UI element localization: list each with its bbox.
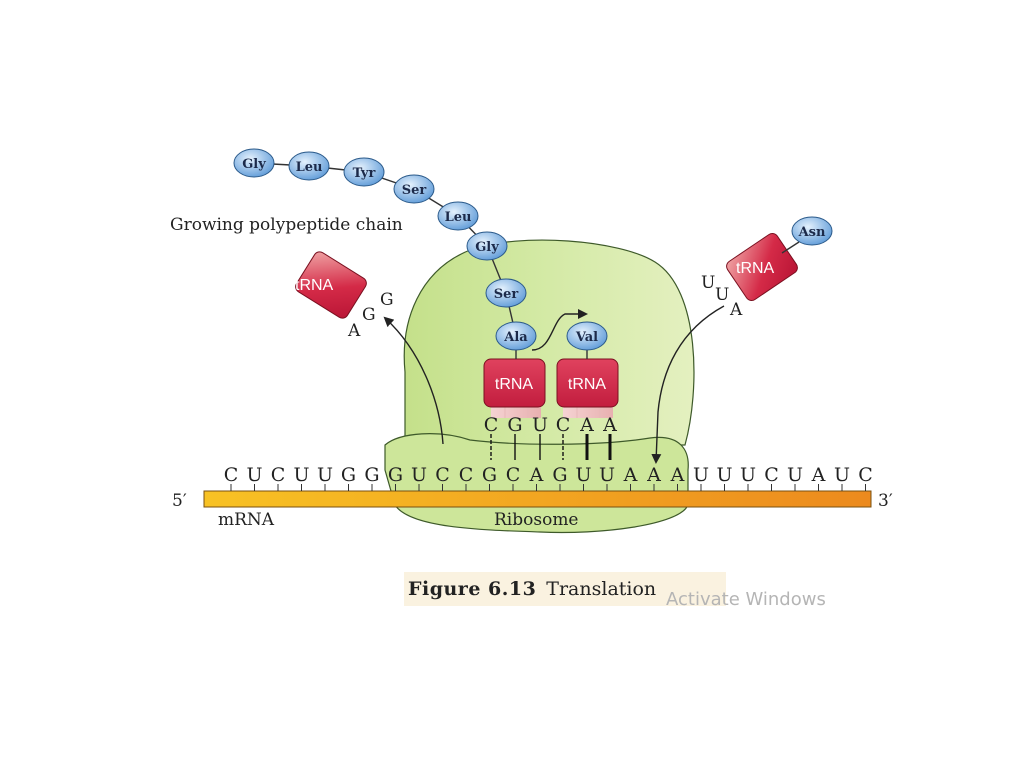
mrna-base: U: [787, 464, 803, 486]
a-site-trna-label: tRNA: [568, 376, 607, 393]
a-site-trna: tRNA C A A: [556, 358, 619, 436]
svg-text:Gly: Gly: [242, 157, 266, 172]
svg-text:Leu: Leu: [296, 160, 323, 175]
mrna-base: C: [459, 464, 474, 486]
amino-acid-val: Val: [566, 321, 608, 351]
p-site-anticodon-1: C: [484, 414, 499, 436]
mrna-base: U: [693, 464, 709, 486]
amino-acid-gly: Gly: [466, 231, 508, 261]
svg-text:Ser: Ser: [494, 287, 519, 302]
ribosome-label: Ribosome: [494, 510, 579, 530]
p-site-trna-label: tRNA: [495, 376, 534, 393]
svg-text:Gly: Gly: [475, 240, 499, 255]
base-pair-bars: [490, 434, 612, 460]
svg-text:Asn: Asn: [798, 225, 826, 240]
mrna-base: C: [858, 464, 873, 486]
p-site-trna-body: [483, 358, 546, 408]
mrna-base: A: [811, 464, 826, 486]
mrna-base: C: [224, 464, 239, 486]
amino-acid-leu: Leu: [288, 151, 330, 181]
exiting-anticodon-3: A: [347, 321, 361, 341]
mrna-base: U: [411, 464, 427, 486]
a-site-anticodon-2: A: [579, 414, 594, 436]
mrna-base: U: [599, 464, 615, 486]
mrna-base: G: [482, 464, 497, 486]
mrna-base: A: [646, 464, 661, 486]
amino-acid-gly: Gly: [233, 148, 275, 178]
mrna-base: G: [341, 464, 356, 486]
a-site-anticodon-3: A: [602, 414, 617, 436]
entry-arrow: [651, 305, 725, 464]
p-site-anticodon-2: G: [507, 414, 522, 436]
p-site-trna: tRNA C G U: [483, 358, 548, 436]
amino-acid-ser: Ser: [485, 278, 527, 308]
mrna-base: G: [388, 464, 403, 486]
figure-caption: Figure 6.13 Translation: [404, 572, 726, 606]
amino-acid-ser: Ser: [393, 174, 435, 204]
svg-text:Leu: Leu: [445, 210, 472, 225]
incoming-anticodon-2: U: [715, 285, 729, 305]
mrna-base: U: [834, 464, 850, 486]
mrna-base: U: [293, 464, 309, 486]
a-site-anticodon-1: C: [556, 414, 571, 436]
activate-windows-watermark: Activate Windows: [666, 589, 826, 610]
mrna-base: G: [364, 464, 379, 486]
svg-text:Tyr: Tyr: [353, 166, 376, 181]
growing-chain-label: Growing polypeptide chain: [170, 215, 403, 235]
p-site-anticodon-3: U: [532, 414, 548, 436]
mrna-label: mRNA: [218, 510, 275, 530]
peptide-transfer-arrow: [531, 309, 588, 351]
ribosome-large-subunit: [403, 239, 695, 446]
incoming-trna-label: tRNA: [736, 260, 775, 277]
svg-text:Val: Val: [575, 330, 598, 345]
mrna-strand: [203, 490, 872, 508]
exiting-anticodon-1: G: [380, 290, 394, 310]
three-prime-label: 3′: [878, 491, 893, 511]
mrna-base: C: [435, 464, 450, 486]
mrna-base: C: [764, 464, 779, 486]
svg-text:Ser: Ser: [402, 183, 427, 198]
mrna-base: U: [575, 464, 591, 486]
mrna-base: A: [529, 464, 544, 486]
exit-arrow: [383, 316, 444, 445]
mrna-base: A: [670, 464, 685, 486]
figure-number: Figure 6.13: [408, 578, 537, 600]
incoming-anticodon-1: U: [701, 273, 715, 293]
amino-acid-ala: Ala: [495, 321, 537, 351]
exiting-anticodon-2: G: [362, 305, 376, 325]
mrna-base: U: [317, 464, 333, 486]
mrna-base: A: [623, 464, 638, 486]
mrna-base: U: [740, 464, 756, 486]
mrna-base: C: [271, 464, 286, 486]
exiting-trna: tRNA G G A: [295, 251, 394, 341]
five-prime-label: 5′: [172, 491, 187, 511]
mrna-base: C: [506, 464, 521, 486]
exiting-trna-label: tRNA: [295, 277, 334, 294]
incoming-trna: tRNA U U A: [701, 232, 798, 320]
amino-acid-tyr: Tyr: [343, 157, 385, 187]
incoming-anticodon-3: A: [729, 300, 743, 320]
amino-acid-asn: Asn: [791, 216, 833, 246]
amino-acid-leu: Leu: [437, 201, 479, 231]
mrna-base: G: [552, 464, 567, 486]
ribosome-small-subunit: [384, 433, 689, 534]
mrna-base: U: [246, 464, 262, 486]
figure-title: Translation: [546, 578, 657, 600]
svg-text:Ala: Ala: [503, 330, 528, 345]
mrna-base: U: [716, 464, 732, 486]
